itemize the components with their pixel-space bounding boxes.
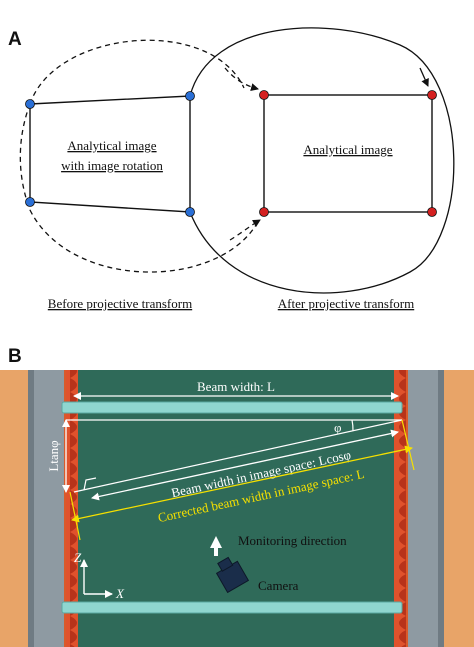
after-corner-dot	[259, 207, 269, 217]
corrected-line	[71, 445, 413, 523]
camera-icon	[215, 556, 250, 594]
after-corner-dot	[427, 207, 437, 217]
before-corner-dot	[25, 99, 35, 109]
after-corner-dot	[427, 90, 437, 100]
phi-label: φ	[334, 420, 342, 435]
panel-a-letter: A	[8, 29, 22, 50]
panel-b: B Beam width: L Ltanφ φ	[0, 346, 474, 647]
right-box-label: Analytical image	[303, 142, 392, 157]
corrected-tick-left	[69, 491, 81, 541]
before-corner-dot	[185, 91, 195, 101]
bottom-transform-arrow	[229, 219, 261, 241]
beam-width-label: Beam width: L	[197, 379, 275, 394]
monitoring-direction-label: Monitoring direction	[238, 533, 347, 548]
caption-after: After projective transform	[278, 296, 414, 311]
right-rail-shade	[438, 370, 444, 647]
after-rectangle	[263, 94, 433, 213]
left-box-label-line2: with image rotation	[61, 158, 163, 173]
before-quadrilateral	[29, 95, 191, 213]
corrected-tick-right	[401, 419, 415, 471]
top-transform-arrow	[224, 67, 259, 91]
panel-b-letter: B	[8, 346, 22, 367]
before-corner-dot	[185, 207, 195, 217]
left-dashed-circle	[19, 39, 257, 273]
camera-label: Camera	[258, 578, 299, 593]
ltan-label: Ltanφ	[46, 440, 61, 471]
after-corner-dot	[259, 90, 269, 100]
before-corner-dot	[25, 197, 35, 207]
right-solid-circle	[189, 27, 455, 294]
panel-a: A Analytical image with image rotation A…	[8, 27, 455, 311]
right-circle-arrow	[419, 67, 429, 87]
top-beam	[61, 401, 403, 414]
left-rail-shade	[28, 370, 34, 647]
x-axis-label: X	[115, 586, 125, 601]
right-edge-line	[406, 370, 408, 647]
caption-before: Before projective transform	[48, 296, 192, 311]
z-axis-label: Z	[74, 550, 82, 565]
left-edge-line	[64, 370, 66, 647]
bottom-beam	[61, 601, 403, 614]
left-box-label-line1: Analytical image	[67, 138, 156, 153]
monitoring-arrow	[210, 536, 222, 556]
